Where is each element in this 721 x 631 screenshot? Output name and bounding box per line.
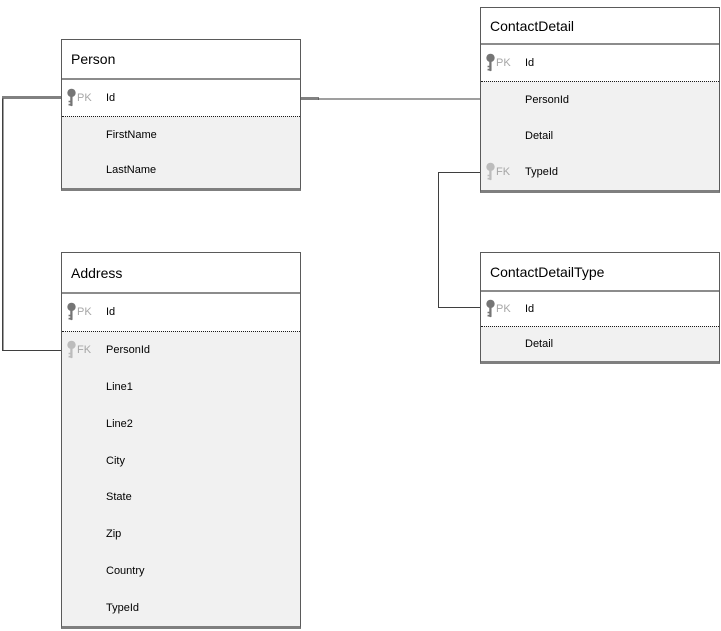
entity-row-address-personid[interactable]: FK PersonId <box>62 330 300 369</box>
field-name: Country <box>106 564 145 577</box>
key-type-label: PK <box>77 306 92 319</box>
field-name: Zip <box>106 528 122 541</box>
connector-person-address[interactable] <box>2 96 62 352</box>
entity-row-address-country[interactable]: Country <box>62 552 300 590</box>
entity-title-person: Person <box>62 40 300 80</box>
field-name: State <box>106 491 132 504</box>
key-type-label: PK <box>496 303 511 315</box>
entity-row-address-city[interactable]: City <box>62 442 300 479</box>
entity-row-person-firstname[interactable]: FirstName <box>62 115 300 153</box>
field-name: FirstName <box>106 128 157 141</box>
entity-row-contact-detail-detail[interactable]: Detail <box>481 118 719 154</box>
field-name: Id <box>525 57 535 69</box>
entity-row-address-line1[interactable]: Line1 <box>62 368 300 406</box>
key-type-label: PK <box>77 91 92 104</box>
key-type-label: PK <box>496 57 511 69</box>
entity-row-contact-detail-typeid[interactable]: FK TypeId <box>481 154 719 190</box>
primary-key-icon <box>485 299 496 319</box>
key-type-label: FK <box>77 344 92 357</box>
entity-row-address-id[interactable]: PK Id <box>62 294 300 331</box>
entity-row-person-lastname[interactable]: LastName <box>62 152 300 189</box>
entity-row-contact-detail-personid[interactable]: PersonId <box>481 81 719 118</box>
primary-key-icon <box>66 303 77 322</box>
entity-title-contact-detail-type: ContactDetailType <box>481 253 719 292</box>
field-name: Line2 <box>106 417 133 430</box>
field-name: Detail <box>525 130 554 142</box>
connector-person-contactdetail[interactable] <box>300 97 481 100</box>
entity-row-contact-detail-id[interactable]: PK Id <box>481 45 719 81</box>
connector-contactdetail-contactdetailtype[interactable] <box>437 171 481 309</box>
entity-row-address-line2[interactable]: Line2 <box>62 405 300 443</box>
field-name: Id <box>106 91 116 104</box>
field-name: LastName <box>106 164 157 177</box>
foreign-key-icon <box>66 340 77 360</box>
key-type-label: FK <box>496 166 511 178</box>
field-name: Id <box>525 303 535 315</box>
entity-row-address-typeid[interactable]: TypeId <box>62 589 300 627</box>
field-name: TypeId <box>106 601 140 614</box>
primary-key-icon <box>485 53 496 73</box>
entity-title-address: Address <box>62 253 300 294</box>
field-name: TypeId <box>525 166 559 178</box>
entity-row-address-zip[interactable]: Zip <box>62 515 300 553</box>
field-name: Detail <box>525 338 554 350</box>
entity-row-contact-detail-type-id[interactable]: PK Id <box>481 292 719 326</box>
entity-row-address-state[interactable]: State <box>62 478 300 516</box>
field-name: PersonId <box>106 344 151 357</box>
primary-key-icon <box>66 88 77 107</box>
entity-title-contact-detail: ContactDetail <box>481 8 719 45</box>
field-name: PersonId <box>525 94 570 106</box>
field-name: City <box>106 454 125 467</box>
field-name: Line1 <box>106 380 133 393</box>
foreign-key-icon <box>485 162 496 182</box>
field-name: Id <box>106 306 116 319</box>
entity-row-person-id[interactable]: PK Id <box>62 80 300 116</box>
entity-row-contact-detail-type-detail[interactable]: Detail <box>481 326 719 361</box>
